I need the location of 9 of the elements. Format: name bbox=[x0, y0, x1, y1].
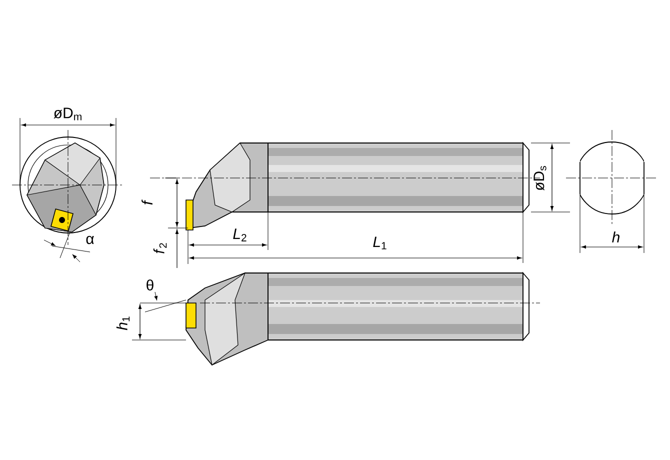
dimension-label: θ bbox=[146, 280, 154, 290]
dimension-label: L$_{1}$ bbox=[373, 236, 386, 250]
dimension-label: α bbox=[86, 236, 94, 244]
dimension-label: L$_{2}$ bbox=[233, 228, 246, 242]
dimension-label: f$_{2}$ bbox=[153, 243, 167, 254]
dimension-label: f bbox=[142, 200, 152, 205]
dimension-label: h bbox=[612, 232, 620, 242]
dimension-label: øD$_{m}$ bbox=[54, 108, 82, 120]
dimension-label: h$_{1}$ bbox=[116, 316, 130, 330]
